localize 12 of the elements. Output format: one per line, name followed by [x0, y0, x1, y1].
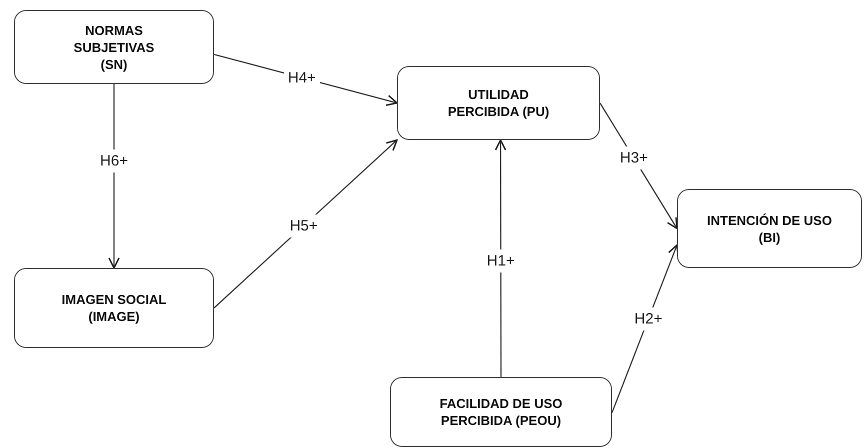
construct-label: IMAGEN SOCIAL (IMAGE) [60, 291, 168, 325]
construct-box [390, 377, 612, 447]
arrow [494, 139, 506, 377]
construct-label: NORMAS SUBJETIVAS (SN) [72, 22, 156, 72]
construct-box [14, 268, 214, 348]
construct-label: UTILIDAD PERCIBIDA (PU) [446, 86, 550, 120]
construct-label: FACILIDAD DE USO PERCIBIDA (PEOU) [438, 395, 564, 429]
construct-box [397, 66, 600, 140]
arrow [108, 84, 120, 269]
construct-box [14, 10, 214, 84]
construct-label: INTENCIÓN DE USO (BI) [706, 212, 833, 246]
construct-box [677, 189, 862, 268]
